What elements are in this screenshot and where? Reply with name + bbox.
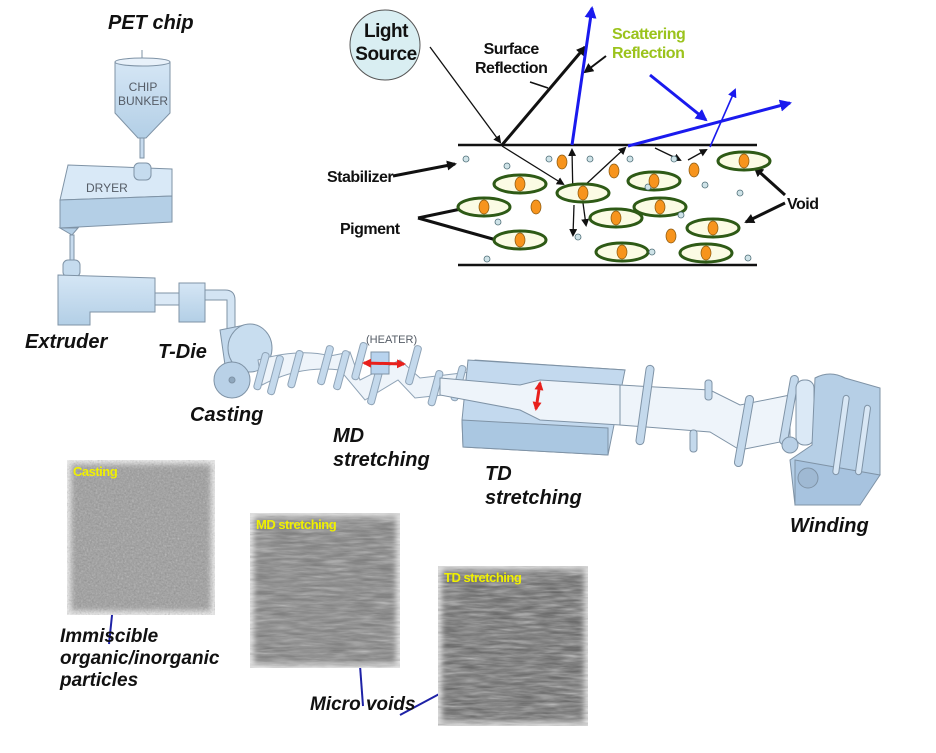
micrograph-td-stretching: TD stretching: [438, 566, 588, 726]
light-source-circle: [349, 9, 421, 81]
stabilizer-particle: [574, 233, 582, 241]
stabilizer-particle: [736, 189, 744, 197]
pigment-label: Pigment: [340, 221, 400, 238]
pigment-particle: [700, 245, 712, 261]
stabilizer-particle: [586, 155, 594, 163]
pigment-particle: [610, 210, 622, 226]
td-stretching-unit: [439, 359, 626, 456]
stage-label-t-die: T-Die: [158, 341, 207, 363]
stabilizer-particle: [701, 181, 709, 189]
stabilizer-particle: [494, 218, 502, 226]
pigment-particle: [608, 163, 620, 179]
stabilizer-label: Stabilizer: [327, 169, 394, 186]
pigment-particle: [707, 220, 719, 236]
pigment-particle: [556, 154, 568, 170]
pigment-particle: [665, 228, 677, 244]
stabilizer-particle: [670, 155, 678, 163]
stage-label-md-stretching: MD stretching: [333, 425, 430, 471]
stage-label-casting: Casting: [190, 404, 264, 426]
scattering-reflection-label: Scattering Reflection: [612, 26, 686, 62]
pigment-particle: [478, 199, 490, 215]
heater-label: (HEATER): [366, 334, 418, 346]
stabilizer-particle: [677, 211, 685, 219]
chip-bunker: [114, 50, 171, 159]
extruder: [57, 259, 236, 336]
pigment-particle: [577, 185, 589, 201]
pigment-particle: [514, 232, 526, 248]
stage-label-td-stretching: TD stretching: [485, 463, 582, 509]
micrograph-md-stretching: MD stretching: [250, 513, 400, 668]
pigment-particle: [514, 176, 526, 192]
pigment-particle: [688, 162, 700, 178]
light-scattering-diagram: [349, 6, 792, 267]
stabilizer-particle: [648, 248, 656, 256]
md-stretch-arrow: [362, 358, 406, 369]
immiscible-particles-label: Immiscible organic/inorganic particles: [60, 626, 220, 691]
stage-label-pet-chip: PET chip: [108, 12, 194, 34]
stabilizer-particle: [483, 255, 491, 263]
md-stretching-unit: [253, 342, 471, 407]
stabilizer-particle: [462, 155, 470, 163]
void-label: Void: [787, 196, 819, 213]
micrograph-title: TD stretching: [444, 570, 522, 585]
stabilizer-particle: [744, 254, 752, 262]
micrograph-title: Casting: [73, 464, 118, 479]
pigment-particle: [616, 244, 628, 260]
pigment-particle: [738, 153, 750, 169]
stabilizer-group: [462, 155, 752, 263]
stabilizer-particle: [545, 155, 553, 163]
surface-reflection-label: Surface Reflection: [475, 41, 548, 77]
micrograph-casting: Casting: [67, 460, 215, 615]
chip-bunker-label: CHIP BUNKER: [118, 80, 169, 108]
pigment-group: [478, 153, 750, 261]
stage-label-winding: Winding: [790, 515, 869, 537]
stabilizer-particle: [503, 162, 511, 170]
dryer-label: DRYER: [86, 181, 128, 195]
micrograph-title: MD stretching: [256, 517, 337, 532]
stage-label-extruder: Extruder: [25, 331, 108, 353]
pigment-particle: [530, 199, 542, 215]
dryer: [58, 162, 173, 262]
td-stretch-arrow: [532, 381, 544, 411]
light-source-label: Light Source: [355, 21, 417, 65]
micro-voids-label: Micro voids: [310, 694, 416, 715]
pigment-particle: [654, 199, 666, 215]
stabilizer-particle: [626, 155, 634, 163]
pigment-particle: [648, 173, 660, 189]
winder-unit: [619, 364, 881, 506]
